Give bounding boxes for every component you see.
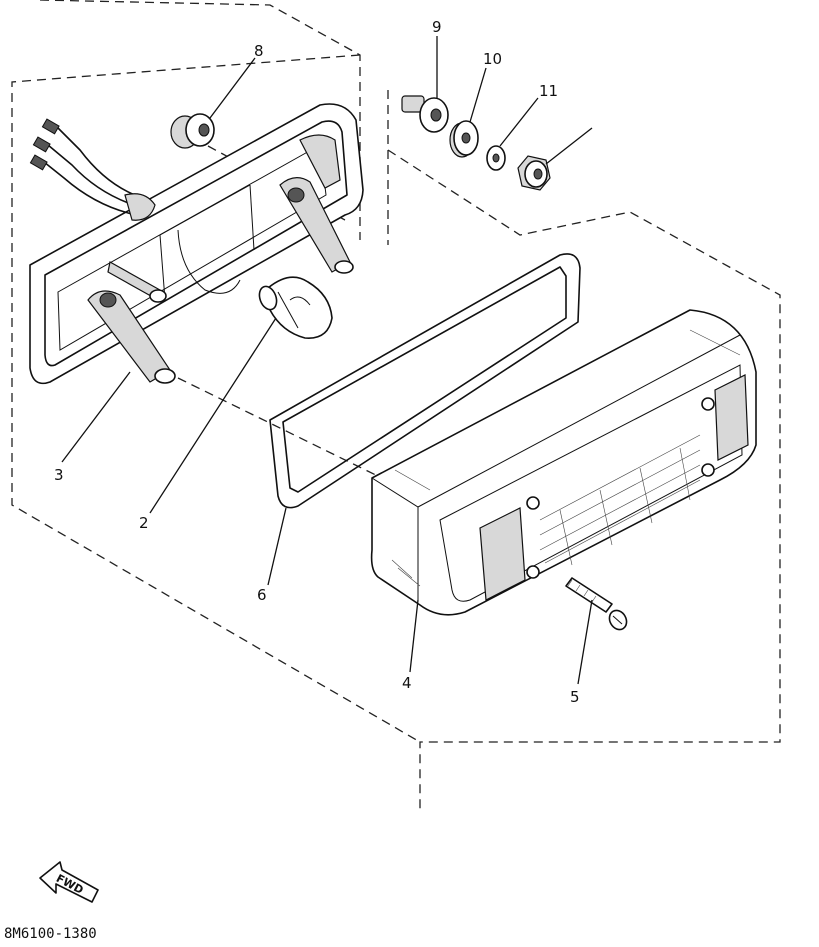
collar	[401, 95, 449, 133]
housing	[29, 103, 364, 385]
callout-5: 5	[570, 688, 580, 706]
drawing-code: 8M6100-1380	[4, 926, 97, 942]
screw	[565, 577, 628, 631]
callout-3: 3	[54, 466, 64, 484]
callout-7: 8	[254, 42, 264, 60]
callout-8: 9	[432, 18, 442, 36]
grommet	[170, 113, 215, 149]
leader-lines	[61, 36, 593, 685]
callout-4: 4	[402, 674, 412, 692]
washer	[449, 120, 479, 158]
assembly-outline-hardware	[387, 90, 781, 810]
callout-9: 10	[483, 50, 502, 68]
callout-10: 11	[539, 82, 558, 100]
callout-numbers: 8 9 10 11 3 2 6 4 5	[54, 18, 580, 706]
gasket	[269, 253, 581, 509]
nut	[517, 155, 551, 191]
bulb	[258, 276, 333, 339]
lock-washer	[486, 145, 506, 171]
callout-6: 6	[257, 586, 267, 604]
lens	[370, 309, 757, 616]
callout-2: 2	[139, 514, 149, 532]
assembly-outline-housing	[11, 0, 421, 743]
fwd-arrow-icon: FWD	[39, 861, 99, 903]
